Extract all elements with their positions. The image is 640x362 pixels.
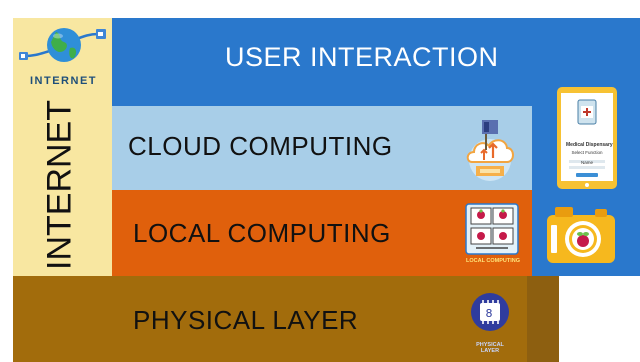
tablet-app-icon (557, 87, 617, 189)
internet-icon-caption: INTERNET (30, 75, 97, 87)
tablet-app-subtitle: Select Function (571, 150, 603, 155)
tablet-app-title: Medical Dispensary (566, 142, 613, 148)
physical-icon-caption-line2: LAYER (480, 348, 500, 354)
cloud-computing-band (112, 106, 532, 190)
physical-icon-caption-line1: PHYSICAL (476, 342, 504, 348)
local-computing-label: LOCAL COMPUTING (133, 218, 391, 248)
cloud-computing-label: CLOUD COMPUTING (128, 131, 393, 161)
physical-layer-shade (527, 276, 559, 362)
physical-layer-band (13, 276, 559, 362)
local-computing-band (112, 190, 532, 276)
microchip-icon: 8 (471, 293, 509, 331)
user-interaction-label: USER INTERACTION (225, 42, 499, 72)
raspberry-pi-computers-icon (465, 203, 519, 268)
local-icon-caption: LOCAL COMPUTING (466, 258, 520, 264)
physical-icon-caption: PHYSICAL LAYER (468, 342, 512, 354)
tablet-app-field: Name (580, 160, 593, 165)
cloud-upload-icon (466, 120, 514, 181)
globe-with-usb-cables-icon (19, 28, 106, 62)
physical-layer-label: PHYSICAL LAYER (133, 305, 359, 335)
internet-vertical-label: INTERNET (40, 100, 79, 270)
svg-text:8: 8 (486, 307, 493, 320)
raspberry-pi-camera-icon (547, 207, 615, 263)
